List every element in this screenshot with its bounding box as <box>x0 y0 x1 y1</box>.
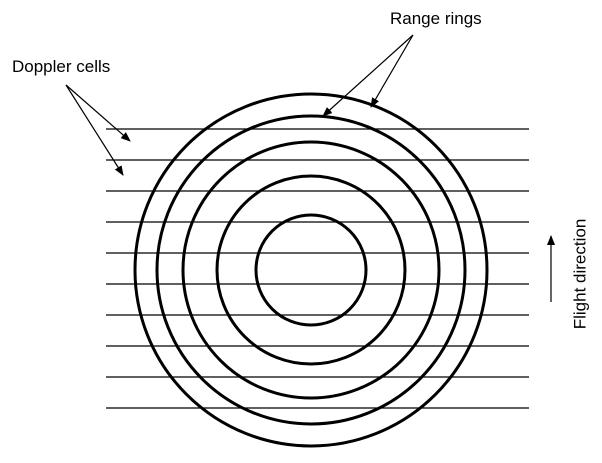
range-rings-arrow-2 <box>370 34 414 108</box>
range-ring-5 <box>133 92 489 448</box>
range-ring-2 <box>215 174 407 366</box>
range-ring-3 <box>181 140 441 400</box>
doppler-cells-arrows <box>65 84 131 176</box>
range-rings-label: Range rings <box>390 9 482 28</box>
range-rings <box>133 92 489 448</box>
doppler-cells-arrow-1 <box>65 84 131 142</box>
doppler-cell-lines <box>106 128 529 409</box>
doppler-cells-arrow-2 <box>65 84 124 176</box>
flight-direction-label: Flight direction <box>570 218 590 330</box>
range-ring-1 <box>254 213 368 327</box>
range-rings-arrows <box>322 34 414 117</box>
range-rings-arrow-1 <box>322 34 414 117</box>
doppler-cells-label: Doppler cells <box>12 57 111 76</box>
range-ring-4 <box>155 114 467 426</box>
